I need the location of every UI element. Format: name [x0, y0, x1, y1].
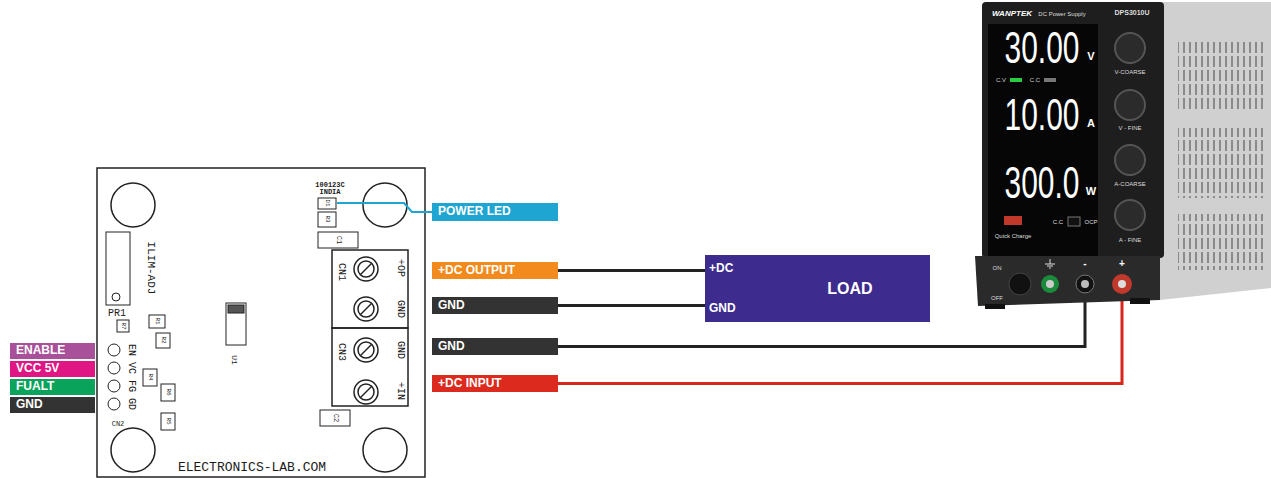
pin-name: EN [126, 344, 136, 356]
pin-tag: GND [10, 397, 95, 413]
pin-name: +OP [395, 259, 405, 277]
connector-name: CN2 [112, 421, 125, 428]
load-box: +DC LOAD GND [705, 255, 930, 322]
power-supply [975, 2, 1271, 309]
pin-tag: FUALT [10, 379, 95, 395]
load-title: LOAD [827, 279, 872, 297]
part-name: C2 [332, 414, 339, 422]
part-name: R3 [324, 215, 330, 222]
pcb-components [106, 198, 358, 430]
part-name: R4 [147, 373, 153, 380]
pin-name: GD [126, 398, 136, 410]
board-marking: 100123C INDIA [308, 182, 352, 196]
terminal-sign: - [1083, 259, 1086, 269]
callout-tag: GND [432, 338, 558, 355]
callout-tag: POWER LED [432, 203, 558, 221]
part-name: R2 [160, 336, 166, 343]
connector-name: CN3 [336, 343, 346, 361]
knob-label: A-COARSE [1114, 181, 1145, 187]
panel-label: C.V [996, 77, 1006, 83]
panel-label: ON [993, 265, 1002, 271]
terminal-sign: + [1119, 259, 1125, 269]
leader-line [337, 203, 432, 212]
display-unit: W [1086, 186, 1096, 197]
pin-tag: ENABLE [10, 343, 95, 359]
callout-tag: +DC INPUT [432, 375, 558, 392]
part-name: R5 [165, 417, 171, 424]
part-name: R6 [165, 388, 171, 395]
panel-label: Quick Charge [995, 233, 1032, 239]
tag-text: VCC 5V [16, 362, 59, 376]
pin-name: +IN [395, 382, 405, 400]
tag-text: GND [438, 340, 465, 354]
board-marking: ELECTRONICS-LAB.COM [178, 461, 326, 474]
display-digits: 10.00 [1005, 93, 1080, 137]
display-unit: A [1087, 118, 1095, 129]
display-unit: V [1087, 51, 1094, 62]
part-name: C1 [335, 236, 342, 244]
wire [558, 304, 705, 307]
part-name: U1 [230, 355, 238, 365]
part-name: R7 [120, 322, 126, 329]
terminal-label: +DC [709, 262, 733, 276]
pin-name: GND [395, 300, 405, 318]
knob-label: A - FINE [1119, 237, 1142, 243]
panel-label: OFF [991, 295, 1003, 301]
terminal-label: GND [709, 302, 736, 316]
display-digits: 300.0 [1005, 161, 1080, 205]
part-name: ILIM-ADJ [145, 242, 156, 295]
callout-tag: GND [432, 297, 558, 314]
panel-label: C.C [1053, 219, 1063, 225]
tag-text: +DC INPUT [438, 377, 502, 391]
wire [558, 269, 705, 272]
tag-text: +DC OUTPUT [438, 264, 515, 278]
tag-text: GND [16, 398, 43, 412]
pin-name: GND [395, 341, 405, 359]
panel-label: C.C [1030, 77, 1040, 83]
knob-label: V-COARSE [1114, 69, 1145, 75]
terminal-block [332, 250, 408, 406]
tag-text: POWER LED [438, 205, 511, 219]
tag-text: FUALT [16, 380, 54, 394]
model-name: DPS3010U [1114, 9, 1149, 16]
panel-label: OCP [1084, 219, 1097, 225]
panel-label: DC Power Supply [1038, 11, 1085, 17]
pcb-board [97, 168, 425, 477]
callout-tag: +DC OUTPUT [432, 262, 558, 279]
brand-name: WANPTEK [992, 10, 1032, 18]
part-name: R1 [154, 317, 160, 324]
tag-text: ENABLE [16, 344, 65, 358]
pin-tag: VCC 5V [10, 361, 95, 377]
pin-name: VC [126, 362, 136, 374]
part-name: PR1 [108, 309, 126, 319]
pin-name: FG [126, 380, 136, 392]
display-digits: 30.00 [1005, 26, 1080, 70]
connector-name: CN1 [336, 263, 346, 281]
tag-text: GND [438, 299, 465, 313]
knob-label: V - FINE [1118, 125, 1141, 131]
part-name: D1 [324, 199, 330, 206]
